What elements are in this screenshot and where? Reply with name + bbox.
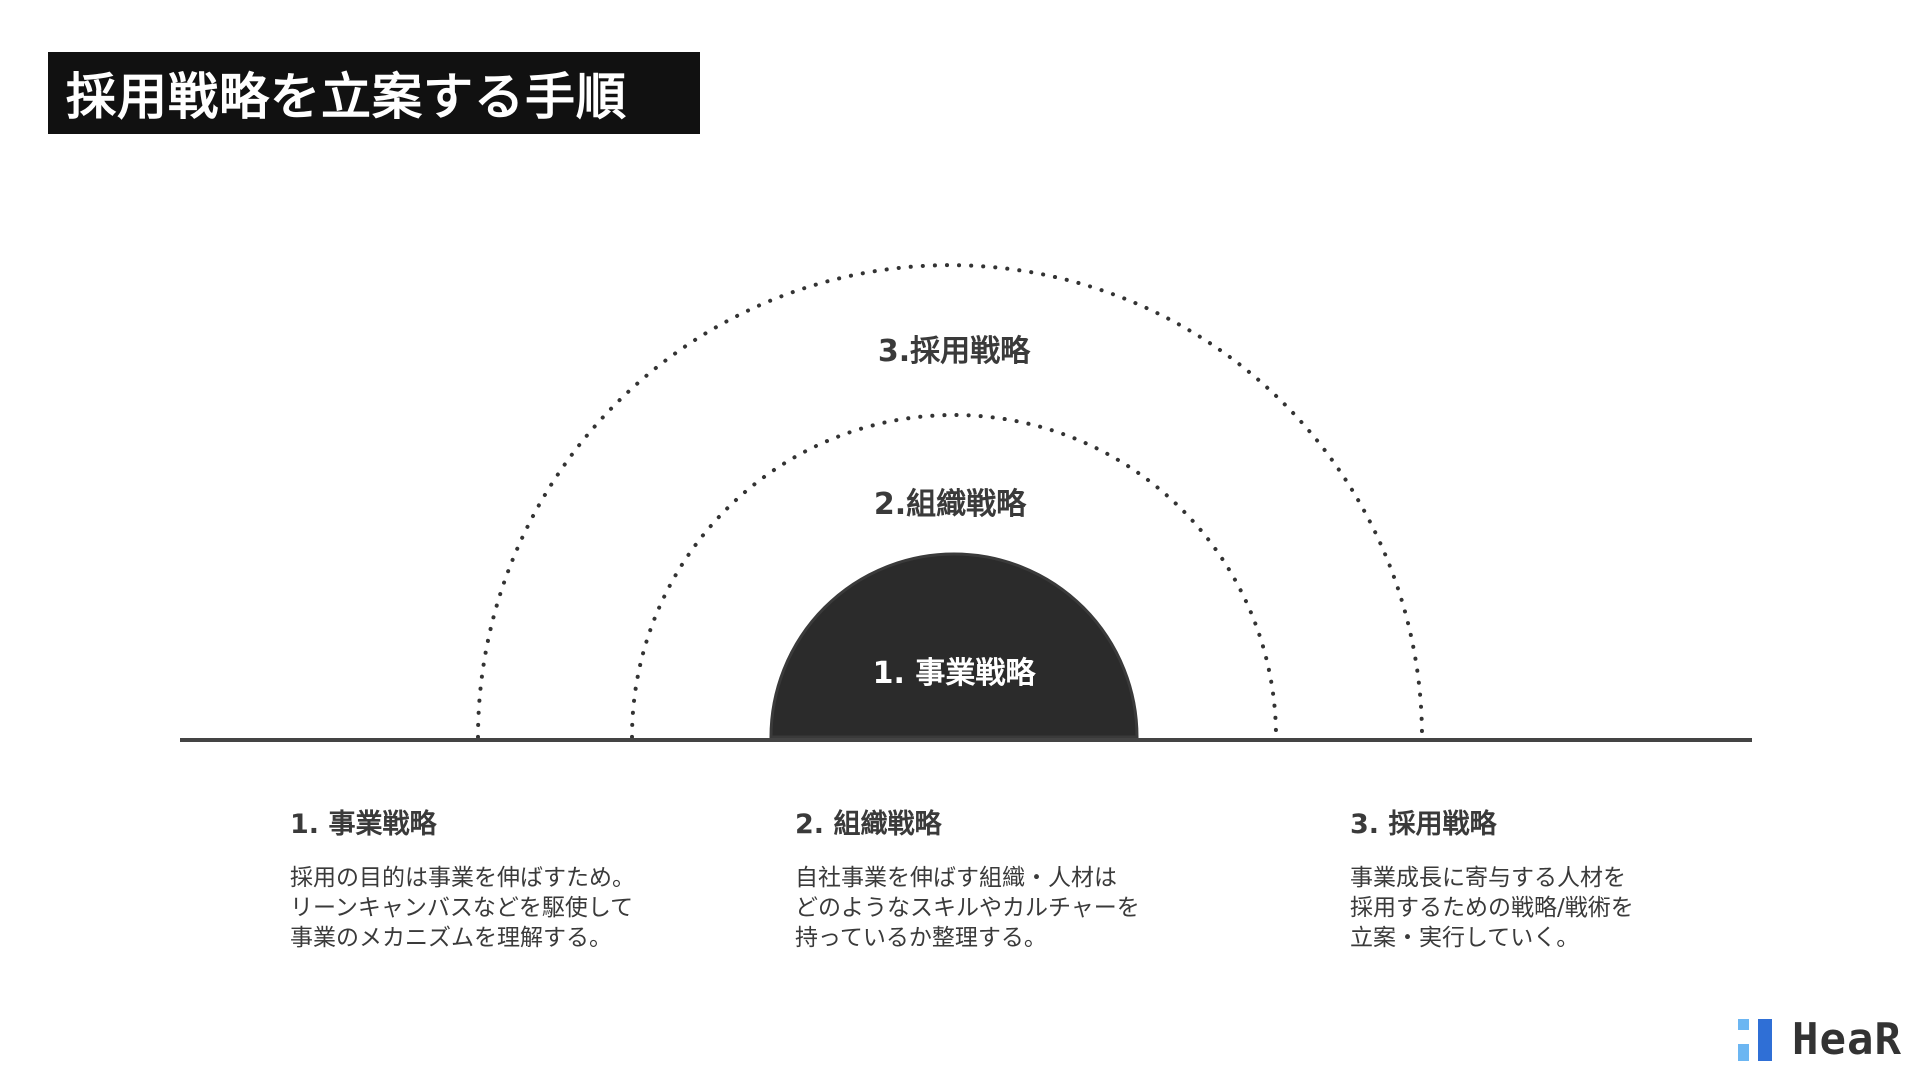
column-heading: 1. 事業戦略 [290, 809, 437, 840]
outer-dotted-arc [476, 263, 1424, 739]
logo-text: HeaR [1792, 1014, 1902, 1065]
inner-label: 1. 事業戦略 [873, 656, 1037, 691]
logo-block-bottom-left [1738, 1044, 1749, 1061]
column-text-line: 事業のメカニズムを理解する。 [290, 925, 612, 951]
column-heading: 3. 採用戦略 [1350, 809, 1497, 840]
column-recruitment-strategy: 3. 採用戦略 事業成長に寄与する人材を 採用するための戦略/戦術を 立案・実行… [1350, 802, 1770, 953]
hear-logo: HeaR [1738, 1018, 1902, 1062]
page-title: 採用戦略を立案する手順 [66, 68, 627, 126]
middle-dotted-arc [630, 413, 1278, 739]
outer-label: 3.採用戦略 [878, 334, 1031, 369]
logo-block-top-left [1738, 1019, 1749, 1030]
column-business-strategy: 1. 事業戦略 採用の目的は事業を伸ばすため。 リーンキャンバスなどを駆使して … [290, 802, 710, 953]
column-text-line: 事業成長に寄与する人材を [1350, 865, 1626, 891]
column-organization-strategy: 2. 組織戦略 自社事業を伸ばす組織・人材は どのようなスキルやカルチャーを 持… [795, 802, 1215, 953]
logo-mark-icon [1738, 1019, 1778, 1061]
column-heading: 2. 組織戦略 [795, 809, 942, 840]
column-text-line: どのようなスキルやカルチャーを [795, 895, 1140, 921]
inner-semicircle [769, 552, 1139, 739]
column-text-line: 採用の目的は事業を伸ばすため。 [290, 865, 635, 891]
column-text-line: 持っているか整理する。 [795, 925, 1047, 951]
column-text-line: 採用するための戦略/戦術を [1350, 895, 1634, 921]
logo-block-right [1758, 1019, 1772, 1061]
column-text-line: 自社事業を伸ばす組織・人材は [795, 865, 1117, 891]
middle-label: 2.組織戦略 [874, 487, 1027, 522]
column-text-line: 立案・実行していく。 [1350, 925, 1580, 951]
title-box: 採用戦略を立案する手順 [48, 52, 700, 134]
column-text-line: リーンキャンバスなどを駆使して [290, 895, 634, 921]
